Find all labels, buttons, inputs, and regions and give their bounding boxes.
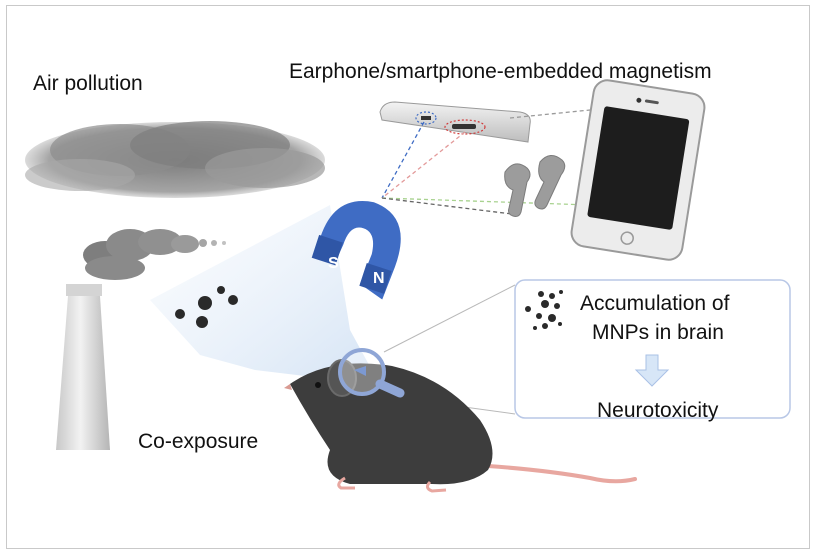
earphone-icon (504, 155, 566, 217)
factory-chimney-icon (56, 284, 110, 450)
phone-top-edge-icon (379, 101, 531, 143)
co-exposure-label: Co-exposure (138, 430, 259, 453)
smartphone-icon (570, 79, 706, 261)
accumulation-label-line2: MNPs in brain (592, 321, 724, 344)
mouse-icon (284, 359, 637, 493)
mnp-particles (525, 290, 563, 330)
accumulation-label-line1: Accumulation of (580, 292, 730, 315)
magnifier-icon (338, 348, 405, 398)
airborne-particles (175, 286, 238, 328)
air-pollution-label: Air pollution (33, 72, 143, 95)
magnet-north-label: N (373, 270, 385, 287)
magnet-icon (311, 201, 401, 300)
down-arrow-icon (634, 354, 670, 387)
earphone-magnetism-label: Earphone/smartphone-embedded magnetism (289, 60, 712, 83)
chimney-smoke (83, 229, 226, 280)
neurotoxicity-label: Neurotoxicity (597, 399, 719, 422)
cloud-icon (25, 121, 325, 198)
magnet-south-label: S (328, 255, 339, 272)
brain-effects-panel (514, 279, 791, 419)
magnetic-field-lines (381, 109, 591, 216)
